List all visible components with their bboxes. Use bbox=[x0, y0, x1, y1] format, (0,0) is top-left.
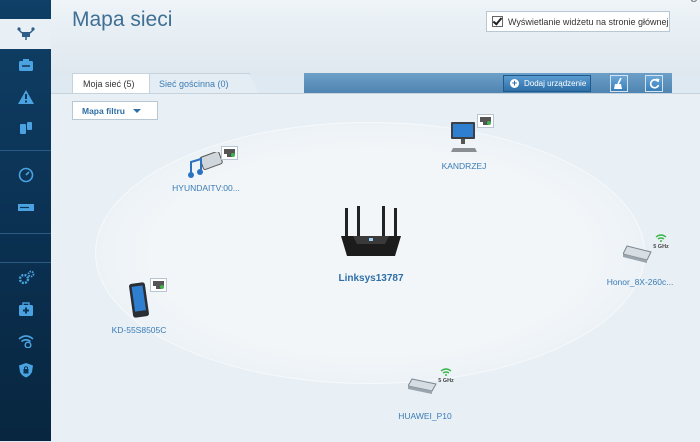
wireless-icon bbox=[17, 335, 34, 348]
wifi-signal-icon bbox=[440, 368, 452, 376]
sidebar-item-parental[interactable] bbox=[0, 113, 51, 143]
filter-dropdown[interactable]: Mapa filtru bbox=[72, 101, 158, 120]
refresh-icon bbox=[649, 78, 659, 89]
band-label: 5 GHz bbox=[653, 244, 669, 250]
sidebar-item-wireless[interactable] bbox=[0, 325, 51, 355]
laptop-icon bbox=[407, 378, 437, 394]
router-icon bbox=[341, 206, 401, 256]
tab-guest-network[interactable]: Sieć gościnna (0) bbox=[139, 73, 259, 94]
widget-toggle[interactable]: Wyświetlanie widżetu na stronie głównej bbox=[486, 11, 670, 32]
add-device-label: Dodaj urządzenie bbox=[524, 79, 587, 88]
tab-bar: Sieć gościnna (0) Moja sieć (5) + Dodaj … bbox=[72, 73, 672, 94]
sidebar-item-alerts[interactable] bbox=[0, 82, 51, 112]
desktop-computer-icon bbox=[451, 122, 477, 152]
clean-button[interactable] bbox=[610, 75, 628, 92]
device-name: HYUNDAITV:00... bbox=[172, 183, 240, 193]
smartphone-icon bbox=[129, 282, 149, 318]
alert-icon bbox=[17, 90, 34, 104]
tab-label: Moja sieć (5) bbox=[83, 79, 135, 89]
laptop-icon bbox=[622, 245, 652, 263]
speed-icon bbox=[18, 167, 33, 183]
tab-my-network[interactable]: Moja sieć (5) bbox=[72, 73, 150, 94]
ethernet-icon bbox=[153, 281, 164, 289]
parental-icon bbox=[19, 122, 32, 134]
devices-icon bbox=[18, 59, 33, 71]
network-map-icon bbox=[16, 27, 35, 40]
sidebar-item-network-map[interactable] bbox=[0, 19, 58, 49]
header: Mapa sieci ⊗ Wyświetlanie widżetu na str… bbox=[51, 0, 700, 75]
shield-icon bbox=[18, 363, 33, 378]
wifi-badge: 5 GHz bbox=[649, 234, 673, 250]
filter-label: Mapa filtru bbox=[82, 105, 125, 116]
sidebar-item-devices[interactable] bbox=[0, 51, 51, 81]
plus-icon: + bbox=[510, 78, 519, 88]
router[interactable]: Linksys13787 bbox=[321, 206, 421, 284]
router-name: Linksys13787 bbox=[338, 273, 404, 284]
broom-icon bbox=[614, 78, 622, 89]
wifi-signal-icon bbox=[655, 234, 667, 242]
settings-icon bbox=[18, 270, 34, 285]
wired-badge bbox=[477, 114, 494, 128]
ethernet-icon bbox=[480, 117, 491, 125]
device-name: HUAWEI_P10 bbox=[398, 411, 452, 421]
device-name: Honor_8X-260c... bbox=[606, 277, 674, 287]
storage-icon bbox=[17, 204, 34, 211]
health-icon bbox=[18, 302, 33, 316]
sidebar-item-health[interactable] bbox=[0, 294, 51, 324]
widget-checkbox-label: Wyświetlanie widżetu na stronie głównej bbox=[508, 16, 669, 27]
wifi-badge: 5 GHz bbox=[434, 368, 458, 384]
device-name: KANDRZEJ bbox=[441, 161, 487, 171]
sidebar-item-speed[interactable] bbox=[0, 160, 51, 190]
sidebar bbox=[0, 0, 58, 441]
wired-badge bbox=[221, 146, 238, 160]
tab-label: Sieć gościnna (0) bbox=[159, 79, 229, 89]
wired-badge bbox=[150, 278, 167, 292]
refresh-button[interactable] bbox=[645, 75, 663, 92]
close-icon[interactable]: ⊗ bbox=[690, 0, 698, 5]
band-label: 5 GHz bbox=[438, 378, 454, 384]
sidebar-item-security[interactable] bbox=[0, 355, 51, 385]
network-map-area: Mapa filtru Linksys13787 HYUNDAITV:00... bbox=[51, 93, 700, 442]
add-device-button[interactable]: + Dodaj urządzenie bbox=[503, 75, 591, 92]
sidebar-item-settings[interactable] bbox=[0, 263, 51, 293]
device-hyundaitv[interactable]: HYUNDAITV:00... bbox=[163, 151, 249, 193]
media-device-icon bbox=[188, 151, 223, 178]
device-kd-55s8505c[interactable]: KD-55S8505C bbox=[101, 282, 177, 335]
device-kandrzej[interactable]: KANDRZEJ bbox=[429, 120, 499, 171]
device-name: KD-55S8505C bbox=[111, 325, 167, 335]
chevron-down-icon bbox=[132, 108, 141, 113]
ethernet-icon bbox=[224, 149, 235, 157]
device-honor-8x[interactable]: Honor_8X-260c... bbox=[602, 244, 678, 287]
device-huawei-p10[interactable]: HUAWEI_P10 bbox=[390, 377, 460, 421]
page-title: Mapa sieci bbox=[72, 8, 173, 31]
sidebar-item-storage[interactable] bbox=[0, 192, 51, 222]
widget-checkbox[interactable] bbox=[492, 16, 503, 27]
